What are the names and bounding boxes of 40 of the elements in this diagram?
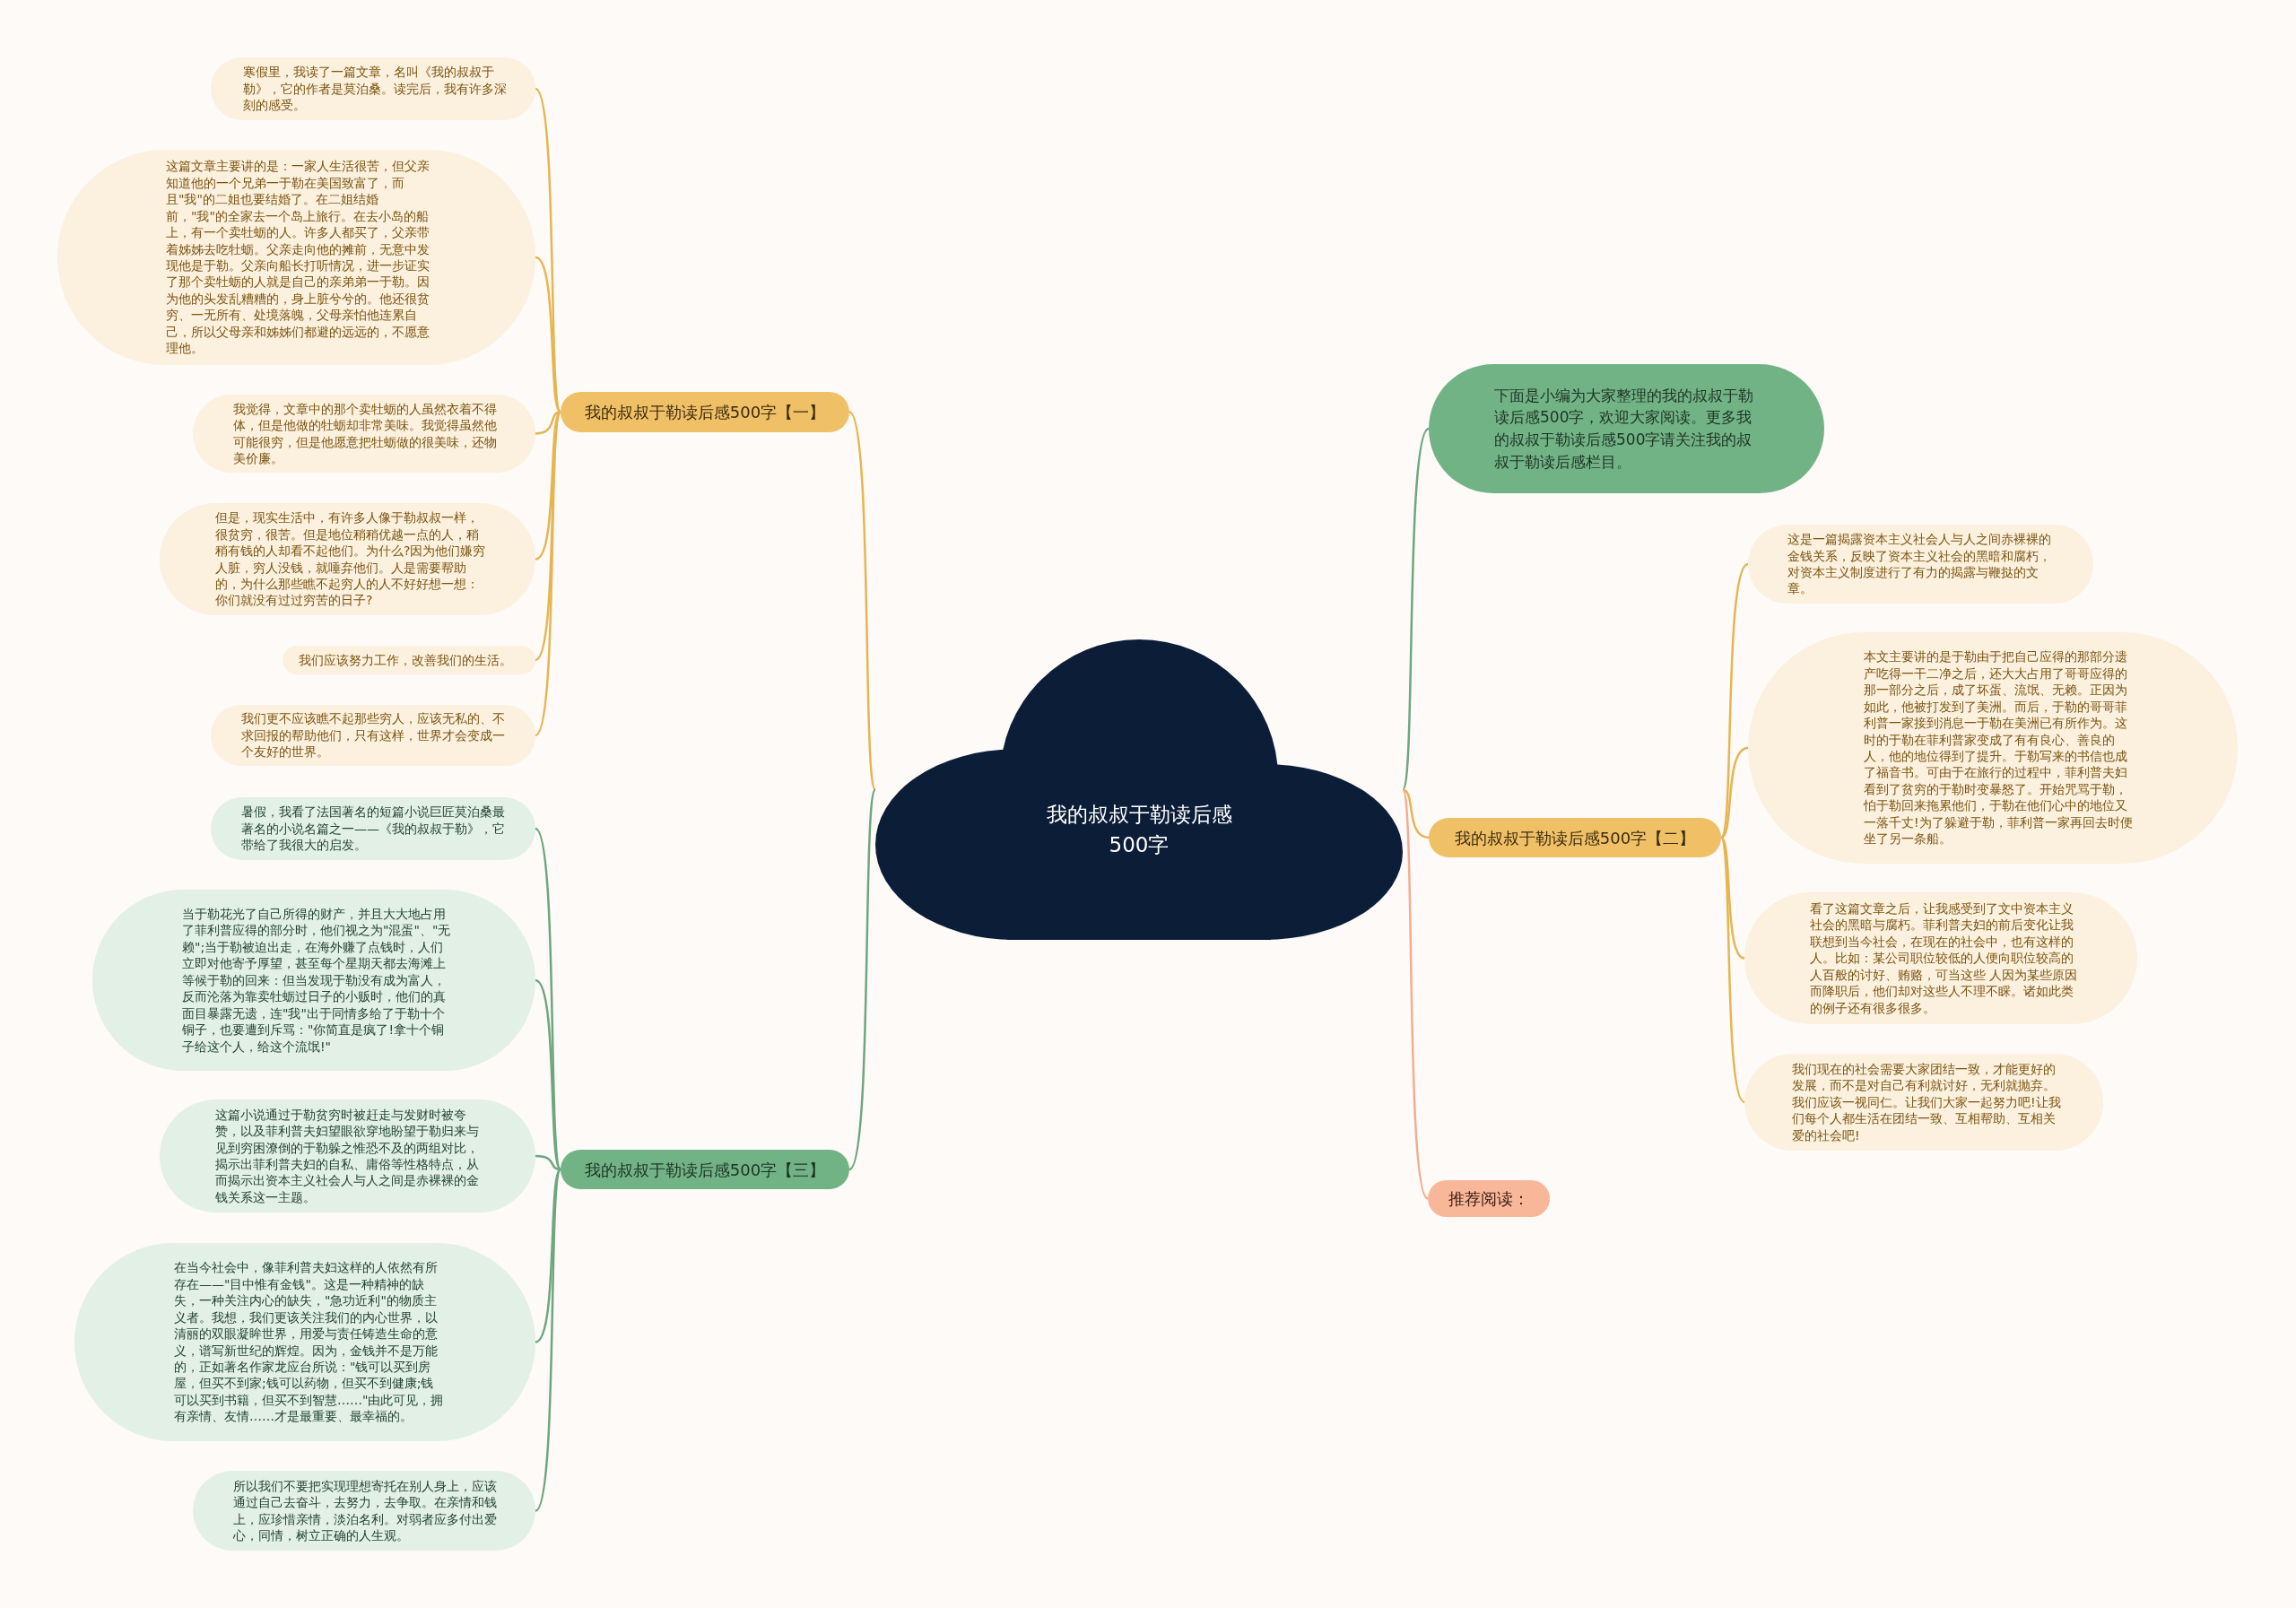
branch-topic-pill (561, 1150, 849, 1189)
bubble-text: 我们现在的社会需要大家团结一致，才能更好的发展，而不是对自己有利就讨好，无利就抛弃。我们应该一视同仁。让我们大家一起努力吧!让我们每个人都生活在团结一致、互相帮助、互相关爱的社会吧! (1792, 1060, 2062, 1144)
connector-line (1401, 428, 1430, 790)
connector-line (1720, 746, 1749, 839)
connector-line (535, 411, 561, 561)
connector-line (535, 88, 562, 413)
bubble-text: 暑假，我看了法国著名的短篇小说巨匠莫泊桑最著名的小说名篇之一——《我的叔叔于勒》，它带给了我很大的启发。 (241, 804, 506, 854)
bubble-text: 看了这篇文章之后，让我感受到了文中资本主义社会的黑暗与腐朽。菲利普夫妇的前后变化让我联想到当今社会，在现在的社会中，也有这样的人。比如：某公司职位较低的人便向职位较高的人百般的讨好、贿赂，可当这些 人因为某些原因而降职后，他们却对这些人不理不睬。诸如此类的例子还有很多很多。 (1810, 900, 2079, 1017)
connector-line (1402, 788, 1430, 839)
branch-topic-pill (561, 392, 849, 432)
connector-line (535, 256, 561, 413)
bubble-text: 但是，现实生活中，有许多人像于勒叔叔一样，很贫穷，很苦。但是地位稍稍优越一点的人，稍稍有钱的人却看不起他们。为什么?因为他们嫌穷人脏，穷人没钱，就唾弃他们。人是需要帮助的，为什么那些瞧不起穷人的人不好好想一想：你们就没有过过穷苦的日子? (215, 509, 486, 609)
connector-line (535, 1169, 561, 1343)
connector-line (535, 411, 561, 435)
bubble-text: 我们应该努力工作，改善我们的生活。 (299, 651, 513, 669)
branch-topic-text: 我的叔叔于勒读后感500字【一】 (584, 402, 826, 423)
bubble-text: 这篇小说通过于勒贫穷时被赶走与发财时被夸赞，以及菲利普夫妇望眼欲穿地盼望于勒归来与见到穷困潦倒的于勒躲之惟恐不及的两组对比，揭示出菲利普夫妇的自私、庸俗等性格特点，从而揭示出资本主义社会人与人之间是赤裸裸的金钱关系这一主题。 (215, 1106, 480, 1206)
central-topic-text: 我的叔叔于勒读后感500字 (1045, 802, 1233, 858)
bubble-text: 我们更不应该瞧不起那些穷人，应该无私的、不求回报的帮助他们，只有这样，世界才会变成一个友好的世界。 (241, 710, 506, 761)
branch-topic-pill (1429, 818, 1721, 857)
branch-topic-text: 推荐阅读： (1448, 1188, 1529, 1210)
connector-line (535, 1154, 561, 1171)
bubble-text: 所以我们不要把实现理想寄托在别人身上，应该通过自己去奋斗，去努力，去争取。在亲情和钱上，应珍惜亲情，淡泊名利。对弱者应多付出爱心，同情，树立正确的人生观。 (233, 1477, 498, 1544)
bubble-text: 在当今社会中，像菲利普夫妇这样的人依然有所存在——"目中惟有金钱"。这是一种精神的缺失，一种关注内心的缺失，"急功近利"的物质主义者。我想，我们更该关注我们的内心世界，以清丽的双眼凝眸世界，用爱与责任铸造生命的意义，谱写新世纪的辉煌。因为，金钱并不是万能的，正如著名作家龙应台所说："钱可以买到房屋，但买不到家;钱可以药物，但买不到健康;钱可以买到书籍，但买不到智慧……"由此可见，拥有亲情、友情……才是最重要、最幸福的。 (174, 1259, 445, 1425)
connector-line (1401, 789, 1430, 1200)
connector-line (535, 412, 562, 736)
connector-line (535, 979, 561, 1170)
bubble-text: 我觉得，文章中的那个卖牡蛎的人虽然衣着不得体，但是他做的牡蛎却非常美味。我觉得虽然他可能很穷，但是他愿意把牡蛎做的很美味，还物美价廉。 (233, 400, 498, 467)
text-bubble (283, 646, 535, 674)
bubble-text: 寒假里，我读了一篇文章，名叫《我的叔叔于勒》，它的作者是莫泊桑。读完后，我有许多深刻的感受。 (243, 64, 508, 114)
branch-topic-text: 我的叔叔于勒读后感500字【三】 (584, 1159, 826, 1181)
bubble-text: 当于勒花光了自己所得的财产，并且大大地占用了菲利普应得的部分时，他们视之为"混蛋"、"无赖";当于勒被迫出走，在海外赚了点钱时，人们立即对他寄予厚望，甚至每个星期天都去海滩上等候于勒的回来：但当发现于勒没有成为富人，反而沦落为靠卖牡蛎过日子的小贩时，他们的真面目暴露无遗，连"我"出于同情多给了于勒十个铜子，也要遭到斥骂："你简直是疯了!拿十个铜子给这个人，给这个流氓!" (182, 905, 452, 1056)
connector-line (1720, 837, 1745, 960)
branch-topic-text: 我的叔叔于勒读后感500字【二】 (1454, 827, 1696, 849)
bubble-text: 下面是小编为大家整理的我的叔叔于勒读后感500字，欢迎大家阅读。更多我的叔叔于勒读后感500字请关注我的叔叔于勒读后感栏目。 (1494, 385, 1754, 473)
connector-line (535, 1169, 562, 1512)
bubble-text: 这篇文章主要讲的是：一家人生活很苦，但父亲知道他的一个兄弟一于勒在美国致富了，而且"我"的二姐也要结婚了。在二姐结婚前，"我"的全家去一个岛上旅行。在去小岛的船上，有一个卖牡蛎的人。许多人都买了，父亲带着姊姊去吃牡蛎。父亲走向他的摊前，无意中发现他是于勒。父亲向船长打听情况，进一步证实了那个卖牡蛎的人就是自己的亲弟弟一于勒。因为他的头发乱糟糟的，身上脏兮兮的。他还很贫穷、一无所有、处境落魄，父母亲怕他连累自己，所以父母亲和姊姊们都避的远远的，不愿意理他。 (166, 158, 430, 357)
branch-topic-pill (1428, 1180, 1550, 1217)
bubble-text: 本文主要讲的是于勒由于把自己应得的那部分遗产吃得一干二净之后，还大大占用了哥哥应得的那一部分之后，成了坏蛋、流氓、无赖。正因为如此，他被打发到了美洲。而后，于勒的哥哥菲利普一家接到消息一于勒在美洲已有所作为。这时的于勒在菲利普家变成了有有良心、善良的人，他的地位得到了提升。于勒写来的书信也成了福音书。可由于在旅行的过程中，菲利普夫妇看到了贫穷的于勒时变暴怒了。开始咒骂于勒，怕于勒回来拖累他们，于勒在他们心中的地位又一落千丈!为了躲避于勒，菲利普一家再回去时便坐了另一条船。 (1864, 648, 2134, 847)
bubble-text: 这是一篇揭露资本主义社会人与人之间赤裸裸的金钱关系，反映了资本主义社会的黑暗和腐朽，对资本主义制度进行了有力的揭露与鞭挞的文章。 (1787, 531, 2052, 597)
